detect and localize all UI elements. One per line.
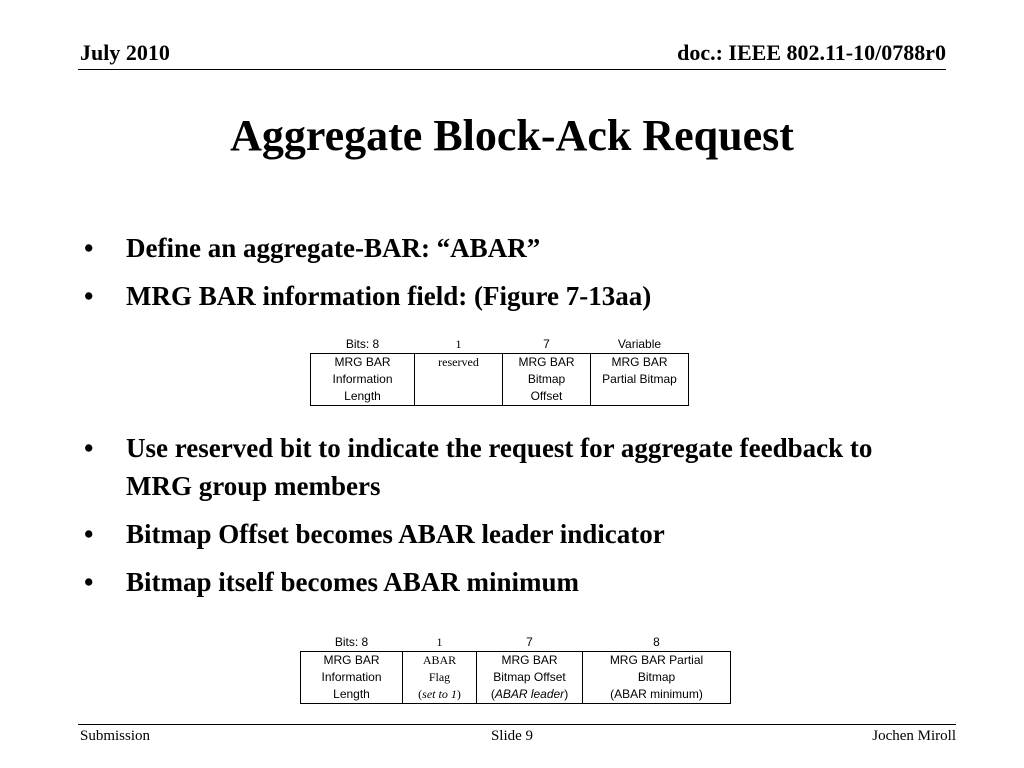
cell-line: Information bbox=[332, 372, 393, 386]
bullet-list-top: Define an aggregate-BAR: “ABAR” MRG BAR … bbox=[84, 229, 934, 325]
header-doc-id: doc.: IEEE 802.11-10/0788r0 bbox=[677, 40, 946, 65]
cell-line: Length bbox=[344, 389, 381, 403]
cell-line: MRG BAR bbox=[334, 355, 391, 369]
field-cell-bitmap-offset: MRG BAR Bitmap Offset (ABAR leader) bbox=[476, 651, 583, 704]
bits-row: Bits: 8 1 7 Variable bbox=[311, 336, 689, 354]
bits-label: Bits: 8 bbox=[334, 635, 369, 649]
cell-line: (ABAR leader) bbox=[479, 686, 580, 703]
field-cell-info-length: MRG BAR Information Length bbox=[310, 353, 415, 406]
fields-row: MRG BAR Information Length reserved MRG … bbox=[310, 353, 689, 406]
field-cell-partial-bitmap: MRG BAR Partial Bitmap bbox=[590, 353, 689, 406]
field-cell-reserved: reserved bbox=[414, 353, 503, 406]
bits-row: Bits: 8 1 7 8 bbox=[301, 634, 731, 652]
footer-slide-number: Slide 9 bbox=[490, 728, 534, 744]
cell-line: Bitmap bbox=[637, 670, 676, 684]
mrg-bar-info-field-table: Bits: 8 1 7 Variable MRG BAR Information… bbox=[310, 336, 689, 406]
field-cell-info-length: MRG BAR Information Length bbox=[300, 651, 403, 704]
cell-line: MRG BAR bbox=[611, 355, 668, 369]
cell-line: Offset bbox=[530, 389, 563, 403]
cell-line: ABAR bbox=[422, 653, 457, 667]
cell-note: ABAR leader bbox=[494, 687, 565, 701]
slide-title: Aggregate Block-Ack Request bbox=[230, 111, 794, 160]
cell-line: MRG BAR bbox=[518, 355, 575, 369]
fields-row: MRG BAR Information Length ABAR Flag (se… bbox=[300, 651, 731, 704]
header-divider bbox=[78, 69, 946, 70]
cell-line: MRG BAR Partial bbox=[609, 653, 704, 667]
bullet-list-bottom: Use reserved bit to indicate the request… bbox=[84, 429, 934, 611]
bits-label: 1 bbox=[455, 337, 462, 351]
bits-label: 1 bbox=[436, 635, 443, 649]
abar-info-field-table: Bits: 8 1 7 8 MRG BAR Information Length… bbox=[300, 634, 731, 704]
bullet-item: Define an aggregate-BAR: “ABAR” bbox=[84, 229, 934, 267]
paren-close: ) bbox=[564, 687, 569, 701]
cell-line: (ABAR minimum) bbox=[610, 687, 703, 701]
paren-close: ) bbox=[456, 687, 461, 701]
bits-label: Bits: 8 bbox=[345, 337, 380, 351]
bits-label: Variable bbox=[617, 337, 662, 351]
cell-line: reserved bbox=[438, 355, 479, 369]
bullet-item: Bitmap itself becomes ABAR minimum bbox=[84, 563, 934, 601]
field-cell-bitmap-offset: MRG BAR Bitmap Offset bbox=[502, 353, 591, 406]
cell-line: MRG BAR bbox=[323, 653, 380, 667]
cell-line: (set to 1) bbox=[405, 686, 474, 703]
bullet-item: Bitmap Offset becomes ABAR leader indica… bbox=[84, 515, 934, 553]
cell-line: Length bbox=[333, 687, 370, 701]
bits-label: 8 bbox=[653, 635, 660, 649]
cell-line: Information bbox=[321, 670, 382, 684]
field-cell-partial-bitmap: MRG BAR Partial Bitmap (ABAR minimum) bbox=[582, 651, 731, 704]
field-cell-abar-flag: ABAR Flag (set to 1) bbox=[402, 651, 477, 704]
footer-divider bbox=[78, 724, 956, 725]
cell-line: Bitmap bbox=[527, 372, 566, 386]
paren-open: ( bbox=[418, 687, 423, 701]
footer-submission: Submission bbox=[80, 728, 151, 744]
bullet-item: MRG BAR information field: (Figure 7-13a… bbox=[84, 277, 934, 315]
cell-line: Flag bbox=[428, 670, 451, 684]
footer-author: Jochen Miroll bbox=[872, 728, 956, 744]
bullet-item: Use reserved bit to indicate the request… bbox=[84, 429, 934, 505]
cell-line: Bitmap Offset bbox=[493, 670, 566, 684]
bits-label: 7 bbox=[543, 337, 550, 351]
cell-note: set to 1 bbox=[422, 687, 457, 701]
bits-label: 7 bbox=[526, 635, 533, 649]
cell-line: MRG BAR bbox=[501, 653, 558, 667]
header-date: July 2010 bbox=[80, 40, 170, 65]
paren-open: ( bbox=[490, 687, 495, 701]
cell-line: Partial Bitmap bbox=[602, 372, 677, 386]
